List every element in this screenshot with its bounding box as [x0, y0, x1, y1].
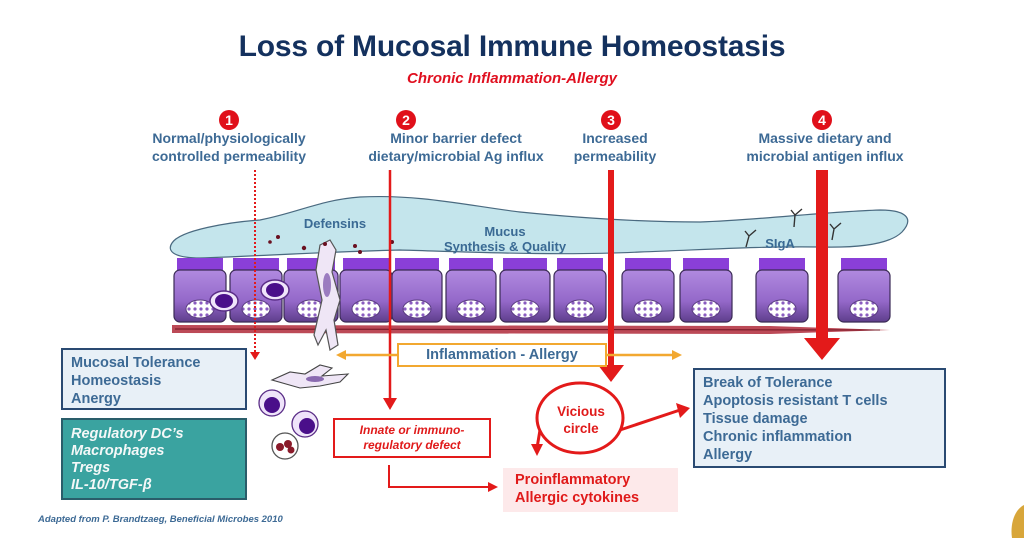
epithelial-cells — [173, 258, 891, 323]
mucus-layer — [169, 195, 909, 259]
stage-1-line2: controlled permeability — [151, 148, 307, 164]
vicious-line: Vicious — [557, 404, 605, 419]
mucus-label: Mucus Synthesis & Quality — [410, 224, 600, 254]
cell-nucleus — [510, 299, 540, 319]
outcome-item: Apoptosis resistant T cells — [703, 393, 888, 409]
stage4-arrow — [816, 170, 828, 340]
antigen-particles — [268, 235, 394, 254]
regulatory-item: Regulatory DC’s — [71, 426, 184, 442]
brush-border — [503, 258, 547, 270]
tolerance-item: Homeostasis — [71, 373, 162, 389]
mucus-label-line2: Synthesis & Quality — [443, 239, 567, 254]
page-title: Loss of Mucosal Immune Homeostasis — [238, 30, 786, 63]
brush-border — [177, 258, 223, 270]
stage3-arrow — [608, 170, 614, 368]
regulatory-box: Regulatory DC’s Macrophages Tregs IL-10/… — [61, 418, 247, 500]
dendritic-cell-icon — [270, 364, 350, 389]
vicious-to-outcome-arrow — [619, 408, 681, 432]
vicious-line: circle — [563, 421, 599, 436]
brush-border — [395, 258, 439, 270]
stage-3-badge: 3 — [601, 110, 621, 130]
stage-1-line1: Normal/physiologically — [152, 130, 306, 146]
cytokines-line: Allergic cytokines — [515, 490, 640, 506]
defect-line: Innate or immuno- — [359, 423, 465, 437]
stage-2-line2: dietary/microbial Ag influx — [368, 148, 544, 164]
stage-3-label: Increased permeability — [540, 129, 690, 165]
siga-label: SIgA — [765, 236, 795, 251]
page-subtitle: Chronic Inflammation-Allergy — [406, 70, 618, 87]
stage-1-badge: 1 — [219, 110, 239, 130]
outcome-item: Tissue damage — [703, 411, 808, 427]
siga-antibody-icons — [744, 208, 842, 248]
defect-to-cytokines-arrow — [388, 465, 490, 488]
outcome-box: Break of Tolerance Apoptosis resistant T… — [693, 368, 946, 468]
cell-nucleus — [633, 299, 663, 319]
stage-2-label: Minor barrier defect dietary/microbial A… — [306, 129, 606, 165]
brush-border — [449, 258, 493, 270]
vicious-circle-ring — [535, 381, 625, 455]
brush-border — [759, 258, 805, 270]
cell-nucleus — [691, 299, 721, 319]
mucus-label-line1: Mucus — [484, 224, 526, 239]
regulatory-item: Tregs — [71, 460, 111, 476]
tolerance-item: Mucosal Tolerance — [71, 355, 201, 371]
stage-4-badge: 4 — [812, 110, 832, 130]
outcome-item: Chronic inflammation — [703, 429, 853, 445]
cell-nucleus — [185, 299, 215, 319]
cytokines-line: Proinflammatory — [515, 472, 631, 488]
brush-border — [841, 258, 887, 270]
stage-1-label: Normal/physiologically controlled permea… — [84, 129, 374, 165]
vicious-circle-label: Vicious circle — [545, 403, 617, 437]
stage-4-line1: Massive dietary and — [758, 130, 892, 146]
source-credit: Adapted from P. Brandtzaeg, Beneficial M… — [38, 514, 283, 525]
cytokines-box: Proinflammatory Allergic cytokines — [503, 468, 678, 512]
stage-3-line2: permeability — [573, 148, 657, 164]
stage-3-line1: Increased — [582, 130, 648, 146]
stage-2-line1: Minor barrier defect — [390, 130, 522, 146]
cell-nucleus — [456, 299, 486, 319]
cell-nucleus — [565, 299, 595, 319]
tolerance-item: Anergy — [71, 391, 121, 407]
regulatory-item: Macrophages — [71, 443, 165, 459]
stage-2-badge: 2 — [396, 110, 416, 130]
outcome-item: Break of Tolerance — [703, 375, 833, 391]
brush-border — [343, 258, 389, 270]
tolerance-box: Mucosal Tolerance Homeostasis Anergy — [61, 348, 247, 410]
defensins-label: Defensins — [303, 216, 367, 231]
stage-4-line2: microbial antigen influx — [746, 148, 904, 164]
stage-4-label: Massive dietary and microbial antigen in… — [700, 129, 950, 165]
outcome-item: Allergy — [703, 447, 753, 463]
corner-decoration — [1011, 505, 1024, 538]
immunoregulatory-defect-box: Innate or immuno- regulatory defect — [333, 418, 491, 458]
vicious-circle-arrowhead — [531, 444, 543, 456]
brush-border — [683, 258, 729, 270]
cell-nucleus — [351, 299, 381, 319]
brush-border — [557, 258, 603, 270]
cell-nucleus — [849, 299, 879, 319]
defect-line: regulatory defect — [363, 438, 461, 452]
cell-nucleus — [402, 299, 432, 319]
inflammation-allergy-box: Inflammation - Allergy — [397, 343, 607, 367]
regulatory-item: IL-10/TGF-β — [71, 477, 152, 493]
brush-border — [625, 258, 671, 270]
cell-nucleus — [767, 299, 797, 319]
